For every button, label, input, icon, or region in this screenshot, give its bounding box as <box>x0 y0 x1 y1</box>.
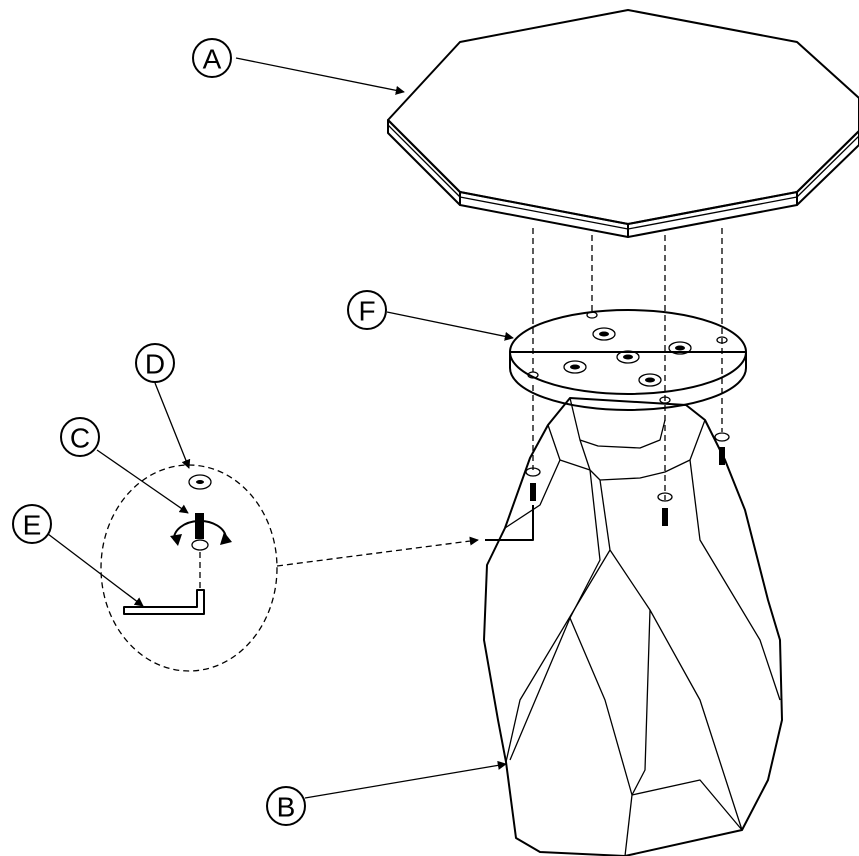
callout-e-label: E <box>23 510 42 541</box>
callout-a: A <box>192 38 232 78</box>
callout-f: F <box>347 290 387 330</box>
screw-set <box>485 432 730 541</box>
screw-1 <box>525 467 541 501</box>
callout-b-label: B <box>277 792 296 823</box>
callout-f-label: F <box>358 296 375 327</box>
callout-c-label: C <box>70 423 90 454</box>
alignment-lines <box>532 228 723 500</box>
callout-d-label: D <box>145 349 165 380</box>
screw-3 <box>714 432 730 465</box>
detail-inset <box>100 464 479 672</box>
allen-key-part-e <box>123 589 205 615</box>
callout-e: E <box>12 504 52 544</box>
plate-holes <box>527 311 728 404</box>
leader-lines <box>47 57 514 799</box>
washer-part-d <box>188 474 212 490</box>
callout-c: C <box>60 417 100 457</box>
base-part-b <box>483 397 783 856</box>
callout-d: D <box>135 343 175 383</box>
callout-a-label: A <box>203 44 222 75</box>
screw-2 <box>657 492 673 526</box>
screw-part-c <box>170 513 232 588</box>
callout-b: B <box>266 786 306 826</box>
mounting-plate-part-f <box>509 309 747 411</box>
table-top-part-a <box>387 9 859 238</box>
